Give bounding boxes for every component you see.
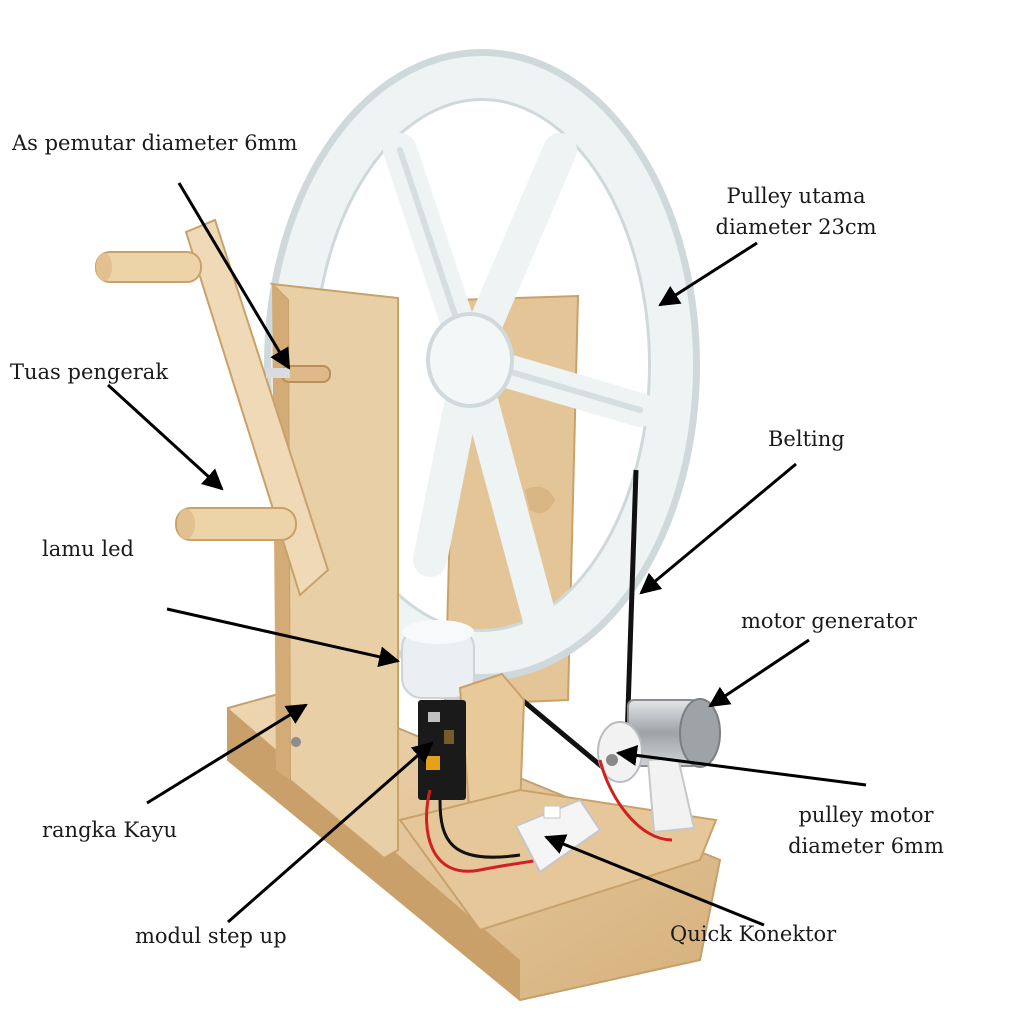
label-pulley-motor-line1: pulley motor xyxy=(798,803,934,827)
arrow-lamu-led xyxy=(166,607,401,668)
arrow-belting xyxy=(639,462,797,595)
arrow-pulley-utama xyxy=(658,241,758,307)
label-pulley-motor-line2: diameter 6mm xyxy=(788,834,944,858)
wood-block xyxy=(458,672,526,822)
step-up-module xyxy=(418,700,466,800)
label-pulley-utama-line1: Pulley utama xyxy=(726,184,866,208)
arrow-modul-step-up xyxy=(227,741,434,924)
label-tuas-pengerak: Tuas pengerak xyxy=(10,360,169,384)
arrow-quick-konektor xyxy=(544,834,765,927)
axle xyxy=(266,365,331,383)
arrow-motor-generator xyxy=(708,638,810,708)
label-as-pemutar: As pemutar diameter 6mm xyxy=(12,131,298,155)
label-modul-step-up: modul step up xyxy=(135,924,287,948)
label-quick-konektor: Quick Konektor xyxy=(670,922,837,946)
label-pulley-motor: pulley motor diameter 6mm xyxy=(776,800,956,862)
arrow-rangka-kayu xyxy=(146,703,308,805)
label-rangka-kayu: rangka Kayu xyxy=(42,818,178,842)
label-lamu-led: lamu led xyxy=(42,537,134,561)
label-motor-generator: motor generator xyxy=(741,609,917,633)
led-lamp xyxy=(401,620,475,699)
label-pulley-utama: Pulley utama diameter 23cm xyxy=(706,181,886,243)
annotation-arrows xyxy=(106,182,867,927)
main-pulley xyxy=(264,49,700,681)
crank-lever xyxy=(95,218,330,597)
arrow-tuas-pengerak xyxy=(106,383,224,491)
label-pulley-utama-line2: diameter 23cm xyxy=(715,215,877,239)
arrow-as-pemutar xyxy=(177,182,291,370)
label-belting: Belting xyxy=(768,427,845,451)
motor-generator xyxy=(597,698,721,834)
arrow-pulley-motor xyxy=(615,745,867,787)
